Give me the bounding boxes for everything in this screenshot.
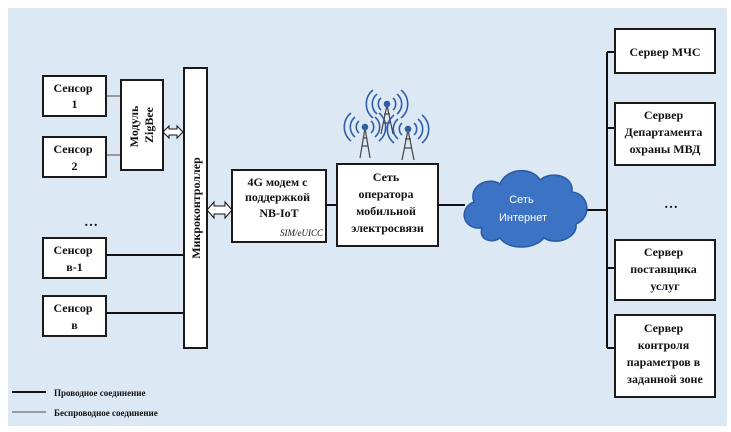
server-line: Сервер МЧС [629,45,700,59]
server-line: параметров в [627,355,701,369]
svg-text:Сенсор 1: Сенсор 1 [53,81,95,111]
modem-line: NB-IoT [259,206,298,220]
sensor-box: Сенсор в [42,295,107,337]
wired-links [106,51,615,349]
svg-text:Сервер Департамента: Сервер Департамента охраны МВД [625,108,706,156]
antenna-icon [343,89,430,161]
microcontroller-box: Микроконтроллер [183,67,208,349]
legend: Проводное соединение Беспроводное соедин… [12,388,158,418]
server-line: Сервер [644,108,684,122]
sensor-number: 2 [72,159,78,173]
zigbee-module-label: Модуль [127,105,141,147]
server-line: Сервер [644,245,684,259]
server-box: Сервер поставщика услуг [614,239,716,301]
internet-cloud: Сеть Интернет [463,170,588,248]
sensor-box: Сенсор 1 [42,75,107,117]
svg-text:Сеть Интернет: Сеть Интернет [499,194,547,224]
server-box: Сервер Департамента охраны МВД [614,102,716,166]
server-box: Сервер контроля параметров в заданной зо… [614,314,716,398]
zigbee-module-protocol: ZigBee [142,106,156,143]
sensor-label: Сенсор [53,301,92,315]
zigbee-module-box: Модуль ZigBee [120,79,164,171]
sensor-number: в [71,318,78,332]
wireless-links [106,95,121,156]
sensor-number: 1 [72,97,78,111]
svg-text:Модуль ZigBee: Модуль ZigBee [127,103,156,148]
server-line: заданной зоне [627,372,703,386]
sensor-label: Сенсор [53,243,92,257]
operator-line: электросвязи [351,221,424,235]
operator-line: мобильной [356,204,416,218]
svg-text:Сервер контроля па: Сервер контроля параметров в заданной зо… [627,321,704,386]
modem-box: 4G модем с поддержкой NB-IoT SIM/eUICC [231,169,327,243]
server-line: охраны МВД [630,142,702,156]
modem-line: поддержкой [245,190,310,204]
server-ellipsis: … [664,197,678,212]
server-line: услуг [650,279,680,293]
sensor-number: в-1 [66,260,82,274]
svg-text:Сеть оператора моб: Сеть оператора мобильной электросвязи [351,170,424,235]
legend-wired-label: Проводное соединение [54,388,145,398]
server-line: поставщика [630,262,697,276]
internet-line: Интернет [499,212,547,224]
sensor-label: Сенсор [53,142,92,156]
server-line: Сервер [644,321,684,335]
server-box: Сервер МЧС [614,28,716,74]
svg-text:Сенсор в-1: Сенсор в-1 [53,243,95,274]
operator-line: Сеть [373,170,400,184]
modem-sim-label: SIM/eUICC [280,228,324,238]
svg-text:Сервер поставщика: Сервер поставщика услуг [630,245,700,293]
legend-wireless-label: Беспроводное соединение [54,408,158,418]
sensor-box: Сенсор в-1 [42,237,107,279]
operator-line: оператора [358,187,413,201]
svg-text:Сенсор в: Сенсор в [53,301,95,332]
server-line: контроля [638,338,690,352]
svg-text:Сенсор 2: Сенсор 2 [53,142,95,173]
sensor-label: Сенсор [53,81,92,95]
operator-network-box: Сеть оператора мобильной электросвязи [336,163,439,247]
svg-text:Сервер МЧС: Сервер МЧС [629,45,700,59]
internet-line: Сеть [509,194,534,206]
sensor-ellipsis: … [84,215,98,230]
sensor-box: Сенсор 2 [42,136,107,178]
svg-text:4G модем с поддержкой: 4G модем с поддержкой NB-IoT [245,175,313,220]
modem-line: 4G модем с [248,175,309,189]
microcontroller-label: Микроконтроллер [189,157,203,259]
server-line: Департамента [625,125,703,139]
